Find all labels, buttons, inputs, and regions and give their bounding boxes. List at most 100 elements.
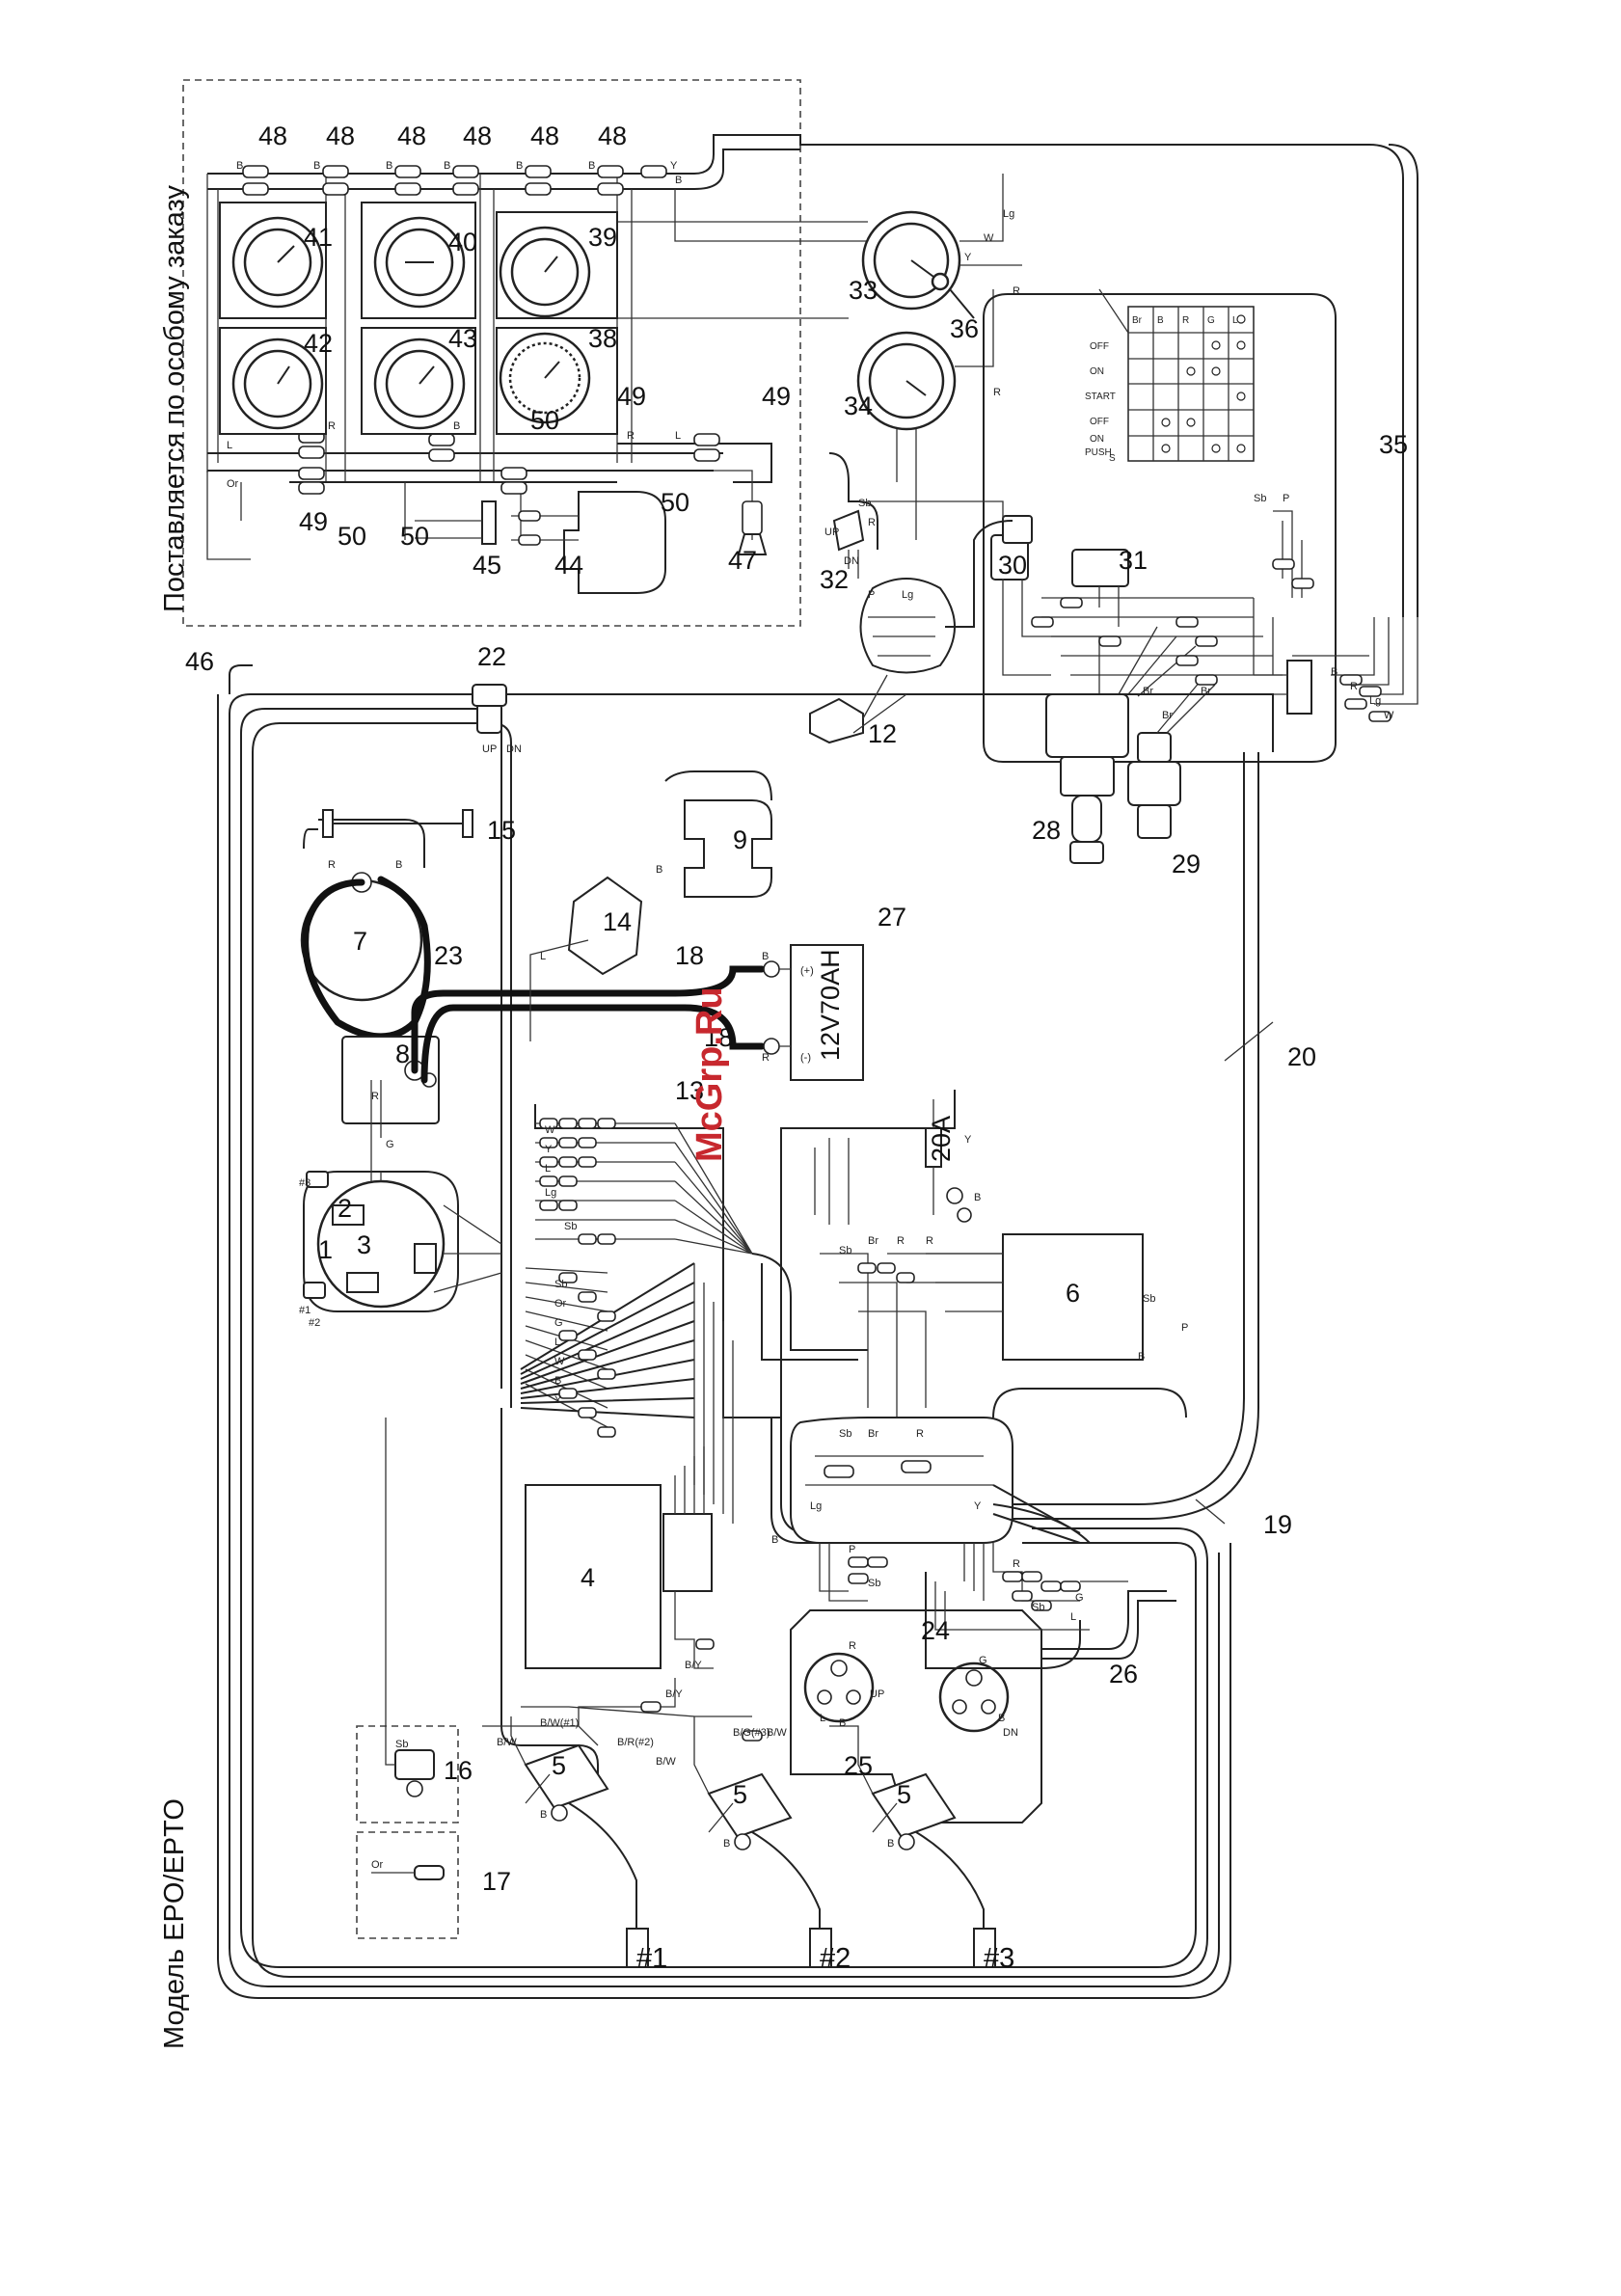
svg-text:Sb: Sb [839,1245,851,1256]
svg-text:R: R [926,1235,933,1247]
ignition-coil-2 [693,1736,832,1968]
callout-27: 27 [878,903,906,932]
callout-22: 22 [477,642,506,671]
gauge-38 [496,327,618,435]
tbl-col-r: R [1182,315,1189,326]
ignition-coil-1 [510,1716,649,1968]
callout-7: 7 [353,927,367,956]
trim-tilt-switch-32 [828,452,1013,674]
callout-34: 34 [844,392,873,420]
svg-text:L: L [820,1713,825,1724]
svg-text:B/Y: B/Y [685,1660,702,1671]
svg-text:R: R [1013,285,1020,297]
tilt-up-label: UP [824,527,839,538]
trim-switch-22 [472,684,507,734]
callout-26: 26 [1109,1660,1138,1688]
buzzer-47 [714,470,768,555]
callout-5c: 5 [897,1780,911,1809]
svg-text:B/W: B/W [767,1727,787,1739]
gauge-39 [496,211,618,319]
optional-note: Поставляется по особому заказу [159,185,190,612]
svg-text:L: L [1070,1611,1076,1623]
svg-text:Lg: Lg [1003,208,1014,220]
svg-text:B: B [453,420,460,432]
pulser-3-label: #3 [299,1177,311,1189]
pulser-1-label: #1 [299,1305,311,1316]
callout-48b: 48 [326,122,355,150]
callout-38: 38 [588,324,617,353]
callout-13: 13 [675,1076,704,1105]
switch-panel [983,293,1337,763]
switch-table-text: Br B R G L OFF ON START OFF ON PUSH S [1085,315,1238,464]
svg-text:Lg: Lg [902,589,913,601]
svg-text:Sb: Sb [554,1279,567,1290]
callout-18b: 18 [704,1023,733,1052]
wire-15 [303,809,473,868]
callout-19: 19 [1263,1510,1292,1539]
callout-48f: 48 [598,122,627,150]
tbl-row-off2: OFF [1090,417,1109,427]
svg-text:Sb: Sb [1032,1602,1044,1613]
svg-text:B: B [998,1713,1005,1724]
coil-wiring [482,1678,763,1746]
svg-text:B: B [554,1375,561,1387]
gauge-43 [361,327,476,435]
tbl-col-g: G [1207,315,1215,326]
meter-44 [511,491,666,594]
svg-text:L: L [545,1163,551,1175]
svg-text:W: W [554,1356,565,1367]
svg-text:B: B [236,160,243,172]
svg-text:Sb: Sb [868,1578,880,1589]
tbl-row-s: S [1109,453,1116,464]
callout-3: 3 [357,1230,371,1259]
callout-44: 44 [554,551,583,580]
tbl-row-on2: ON [1090,434,1104,445]
main-harness-loop [217,693,1274,1999]
svg-text:R: R [993,387,1001,398]
svg-text:R: R [868,517,876,528]
svg-text:Sb: Sb [858,498,871,509]
svg-text:Or: Or [227,478,239,490]
callout-31: 31 [1119,546,1148,575]
callout-labels: 1 2 3 4 5 5 5 6 7 8 9 12 13 14 15 16 17 … [185,122,1408,1896]
svg-text:B: B [656,864,662,876]
callout-32: 32 [820,565,849,594]
tbl-row-start: START [1085,392,1116,402]
harness-46 [229,664,253,694]
svg-text:B/Y: B/Y [665,1688,683,1700]
special-labels: (+) (-) 12V70AH 20A UP DN UP DN UP DN #1… [299,527,1018,1974]
svg-text:Sb: Sb [1143,1293,1155,1305]
tilt-relay-14 [529,876,643,1041]
optional-equipment-box [182,79,801,627]
svg-text:G: G [979,1655,987,1666]
svg-text:Sb: Sb [395,1739,408,1750]
svg-text:Y: Y [974,1500,982,1512]
svg-text:Sb: Sb [1254,493,1266,504]
fuse-label: 20A [927,1116,956,1162]
svg-text:G: G [386,1139,394,1150]
svg-text:P: P [849,1544,855,1555]
callout-41: 41 [304,223,333,252]
callout-48c: 48 [397,122,426,150]
callout-6: 6 [1066,1279,1080,1308]
cyl-1-label: #1 [636,1943,667,1974]
tbl-col-b: B [1157,315,1164,326]
rectifier-6 [926,1233,1144,1361]
central-connectors [539,1118,915,1438]
callout-50c: 50 [530,406,559,435]
svg-text:B: B [516,160,523,172]
callout-23: 23 [434,941,463,970]
tilt-dn-label: DN [844,555,859,567]
callout-42: 42 [304,329,333,358]
pulser-2-label: #2 [309,1317,320,1329]
callout-48e: 48 [530,122,559,150]
svg-text:B/W: B/W [656,1756,676,1768]
callout-49b: 49 [617,382,646,411]
svg-text:B/W: B/W [497,1737,517,1748]
callout-36: 36 [950,314,979,343]
svg-text:B: B [887,1838,894,1850]
trim-switch-12 [809,674,907,744]
tbl-col-l: L [1232,315,1238,326]
speedometer-34 [856,289,994,540]
watermark: McGrp.Ru [689,986,730,1162]
